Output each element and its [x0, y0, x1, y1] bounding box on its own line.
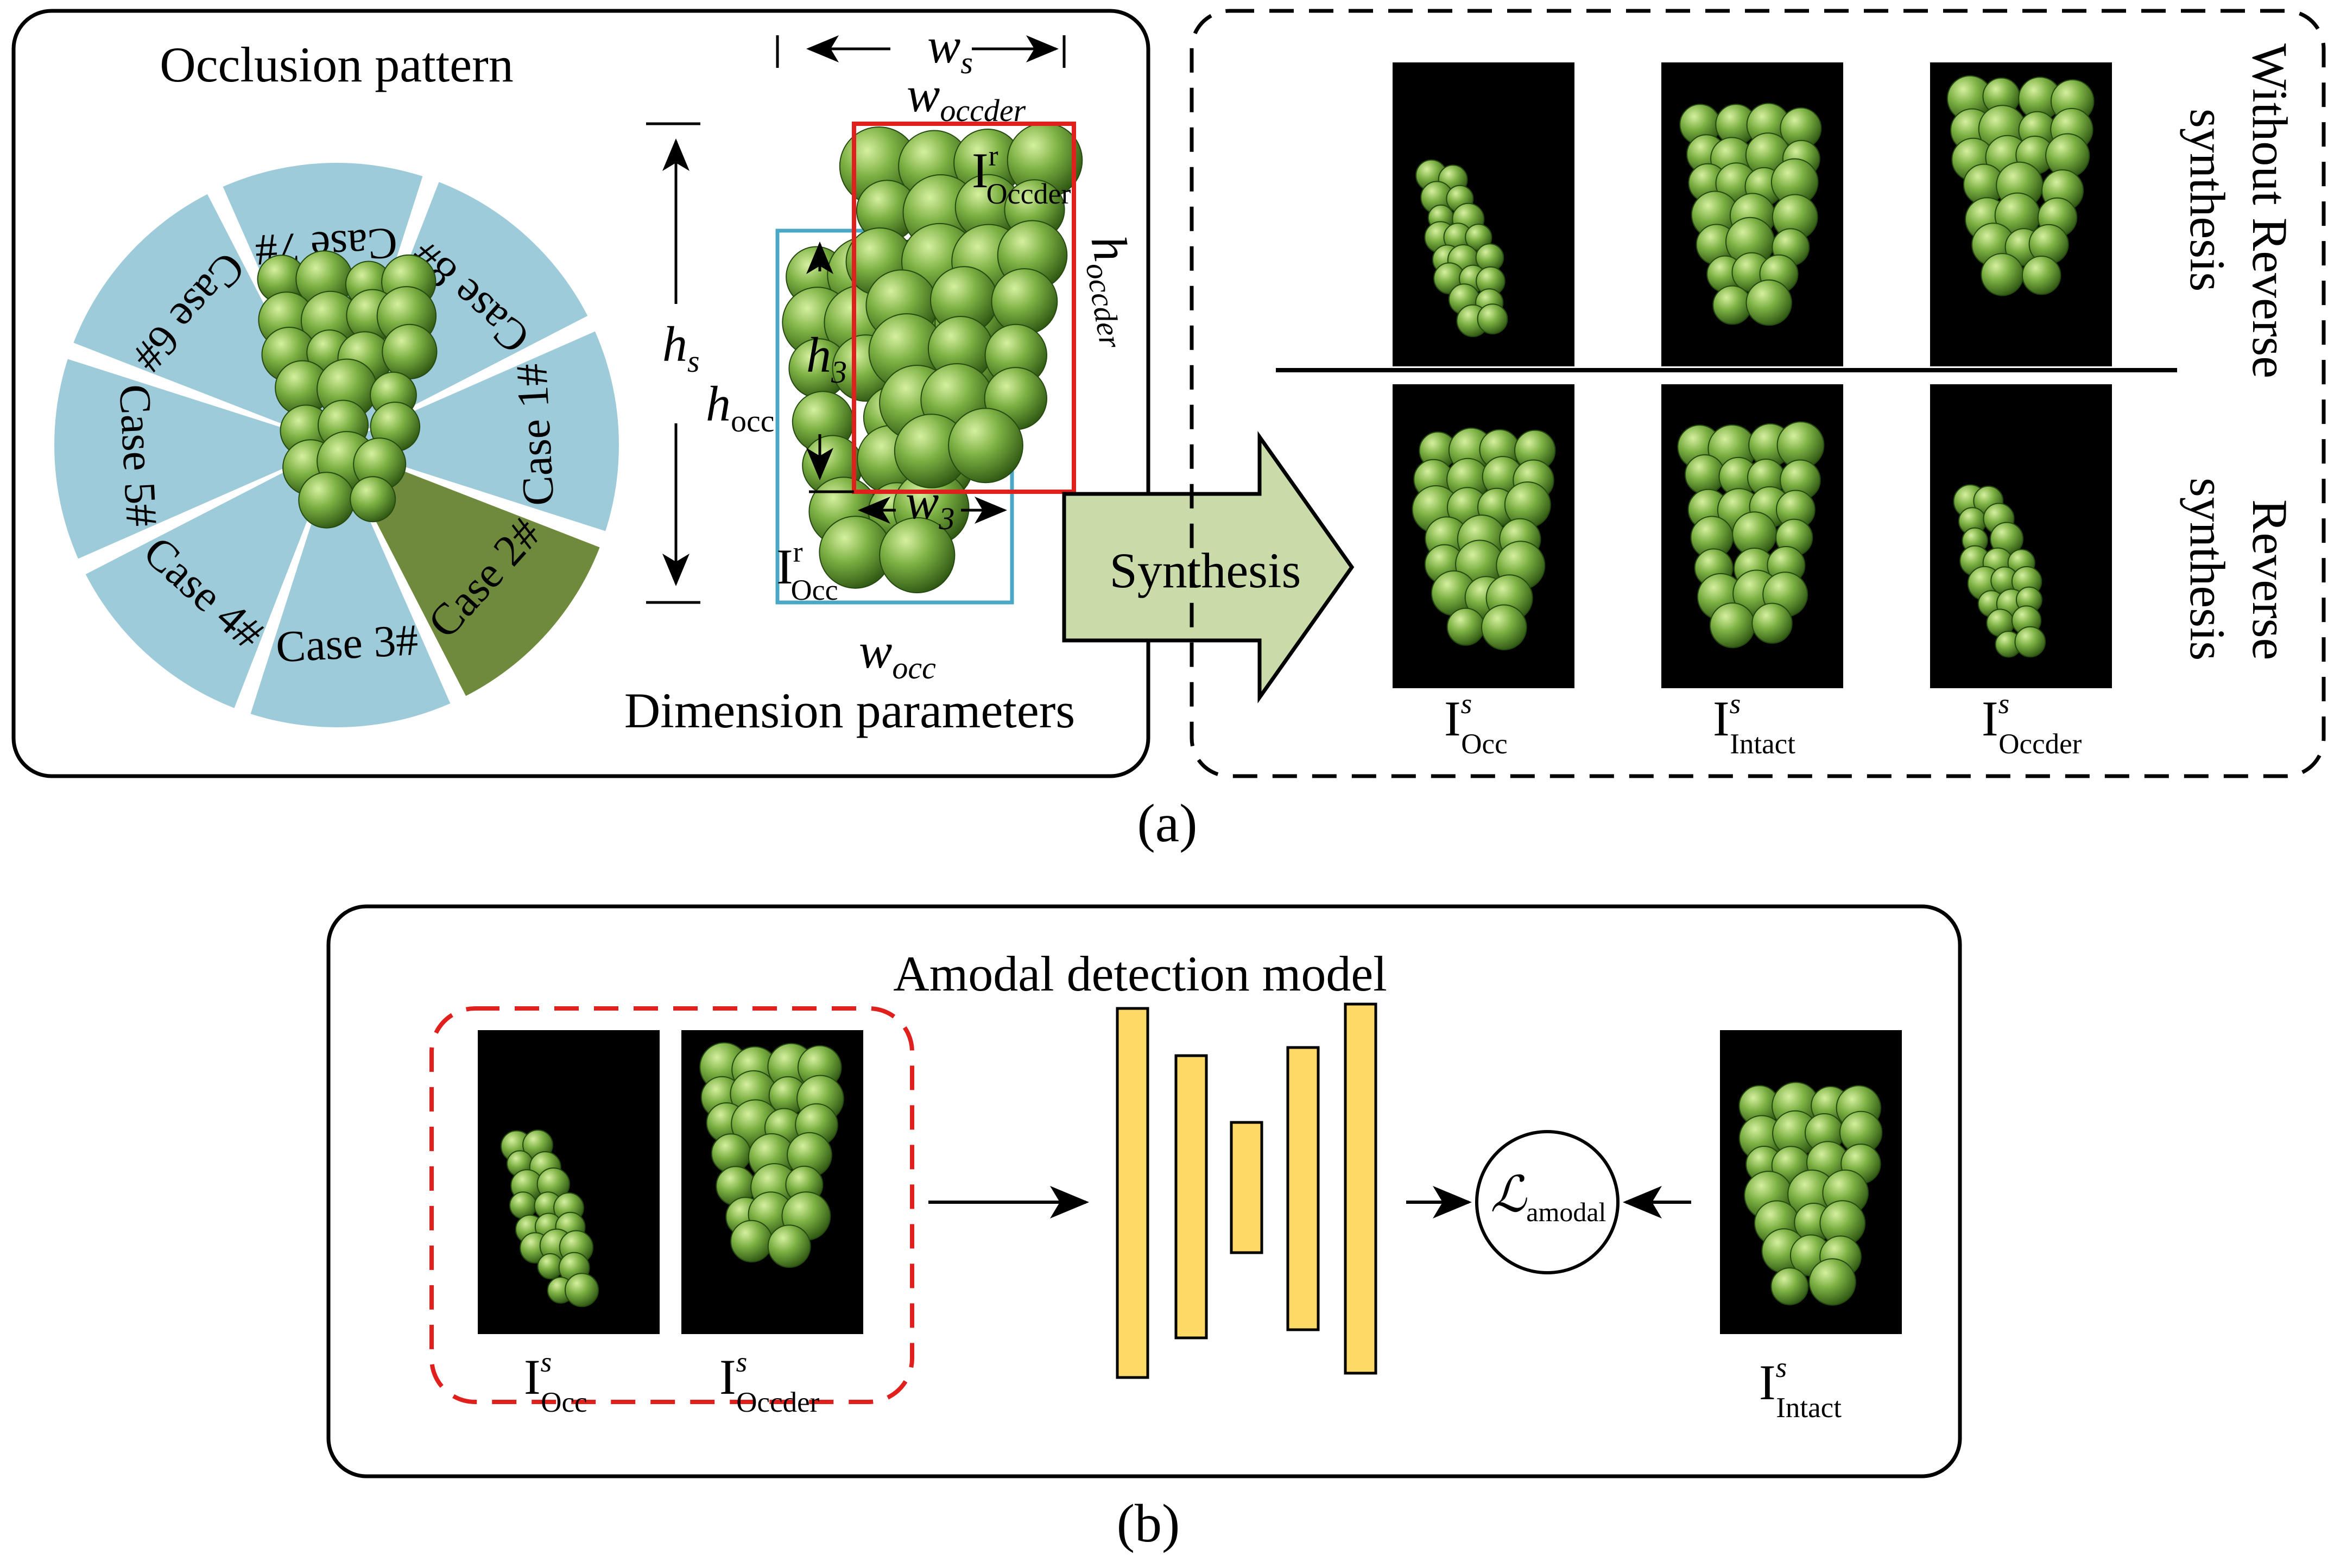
occder-grapes — [839, 122, 1083, 488]
without-reverse-tile-3 — [1930, 62, 2112, 366]
occluder-grape-cluster — [839, 122, 1083, 488]
synthesis-label: Synthesis — [1110, 543, 1301, 598]
case-label-1: Case 1# — [507, 363, 564, 507]
without-reverse-line1: Without Reverse — [2242, 43, 2298, 378]
wheel-center-grape-cluster — [257, 250, 438, 529]
reverse-tile-2-grapes — [1677, 421, 1825, 649]
synthesis-results-frame — [1190, 9, 2326, 778]
target-intact-tile-grapes — [1738, 1082, 1883, 1306]
label-h-3: h3 — [806, 327, 847, 390]
panel-a-label: (a) — [1137, 793, 1198, 853]
case-label-5: Case 5# — [110, 383, 167, 528]
panel-b-label: (b) — [1117, 1493, 1180, 1553]
reverse-line1: Reverse — [2242, 499, 2298, 660]
bottleneck-bar — [1230, 1121, 1263, 1254]
label-h-occ: hocc — [706, 376, 775, 439]
without-reverse-tile-2 — [1661, 62, 1843, 366]
without-reverse-tile-3-grapes — [1946, 75, 2095, 296]
loss-node — [1475, 1130, 1620, 1274]
label-w-occ: wocc — [859, 623, 936, 685]
without-reverse-tile-2-grapes — [1679, 103, 1822, 326]
label-h-occder: hoccder — [1074, 231, 1154, 351]
reverse-tile-3-grapes — [1953, 484, 2046, 658]
decoder-bar-2 — [1344, 1002, 1377, 1375]
synthesis-result-tiles — [1393, 62, 2112, 688]
without-reverse-tile-1 — [1393, 62, 1574, 366]
input-occ-tile-grapes — [501, 1129, 599, 1307]
input-pair-group — [429, 1006, 914, 1404]
case-sector-3 — [250, 445, 451, 727]
case-sector-6 — [73, 194, 337, 445]
target-intact-tile — [1720, 1030, 1902, 1334]
center-grapes — [257, 250, 438, 529]
case-sector-1 — [337, 331, 619, 531]
case-sector-4 — [85, 445, 337, 708]
reverse-line2: synthesis — [2180, 478, 2235, 661]
without-reverse-tile-1-grapes — [1415, 159, 1508, 338]
reverse-tile-3 — [1930, 384, 2112, 688]
label-h-s: hs — [662, 316, 700, 379]
amodal-image-tiles — [478, 1030, 1902, 1334]
without-reverse-line2: synthesis — [2180, 109, 2235, 291]
reverse-tile-2 — [1661, 384, 1843, 688]
reverse-tile-1 — [1393, 384, 1574, 688]
network-bars — [1116, 1002, 1377, 1379]
input-occder-tile — [681, 1030, 863, 1334]
dimension-parameters-title: Dimension parameters — [624, 683, 1075, 738]
amodal-title: Amodal detection model — [893, 946, 1387, 1001]
loss-label: ℒamodal — [1490, 1167, 1606, 1227]
amodal-panel-frame — [326, 904, 1962, 1478]
case-label-3: Case 3# — [275, 615, 419, 672]
encoder-bar-1 — [1116, 1007, 1149, 1379]
case-sector-5 — [54, 359, 337, 559]
input-occ-tile — [478, 1030, 660, 1334]
occlusion-panel-frame — [11, 9, 1150, 778]
input-occder-tile-grapes — [699, 1042, 844, 1268]
synthesis-arrow — [1062, 431, 1355, 703]
occluder-bbox — [852, 122, 1076, 494]
occlusion-pattern-title: Occlusion pattern — [160, 37, 513, 92]
decoder-bar-1 — [1286, 1046, 1320, 1331]
case-sector-2 — [337, 445, 600, 696]
encoder-bar-2 — [1174, 1054, 1208, 1340]
label-w-3: w3 — [906, 474, 954, 536]
reverse-tile-1-grapes — [1412, 427, 1556, 651]
label-w-s: ws — [927, 18, 973, 80]
label-w-occder: woccder — [907, 67, 1026, 128]
